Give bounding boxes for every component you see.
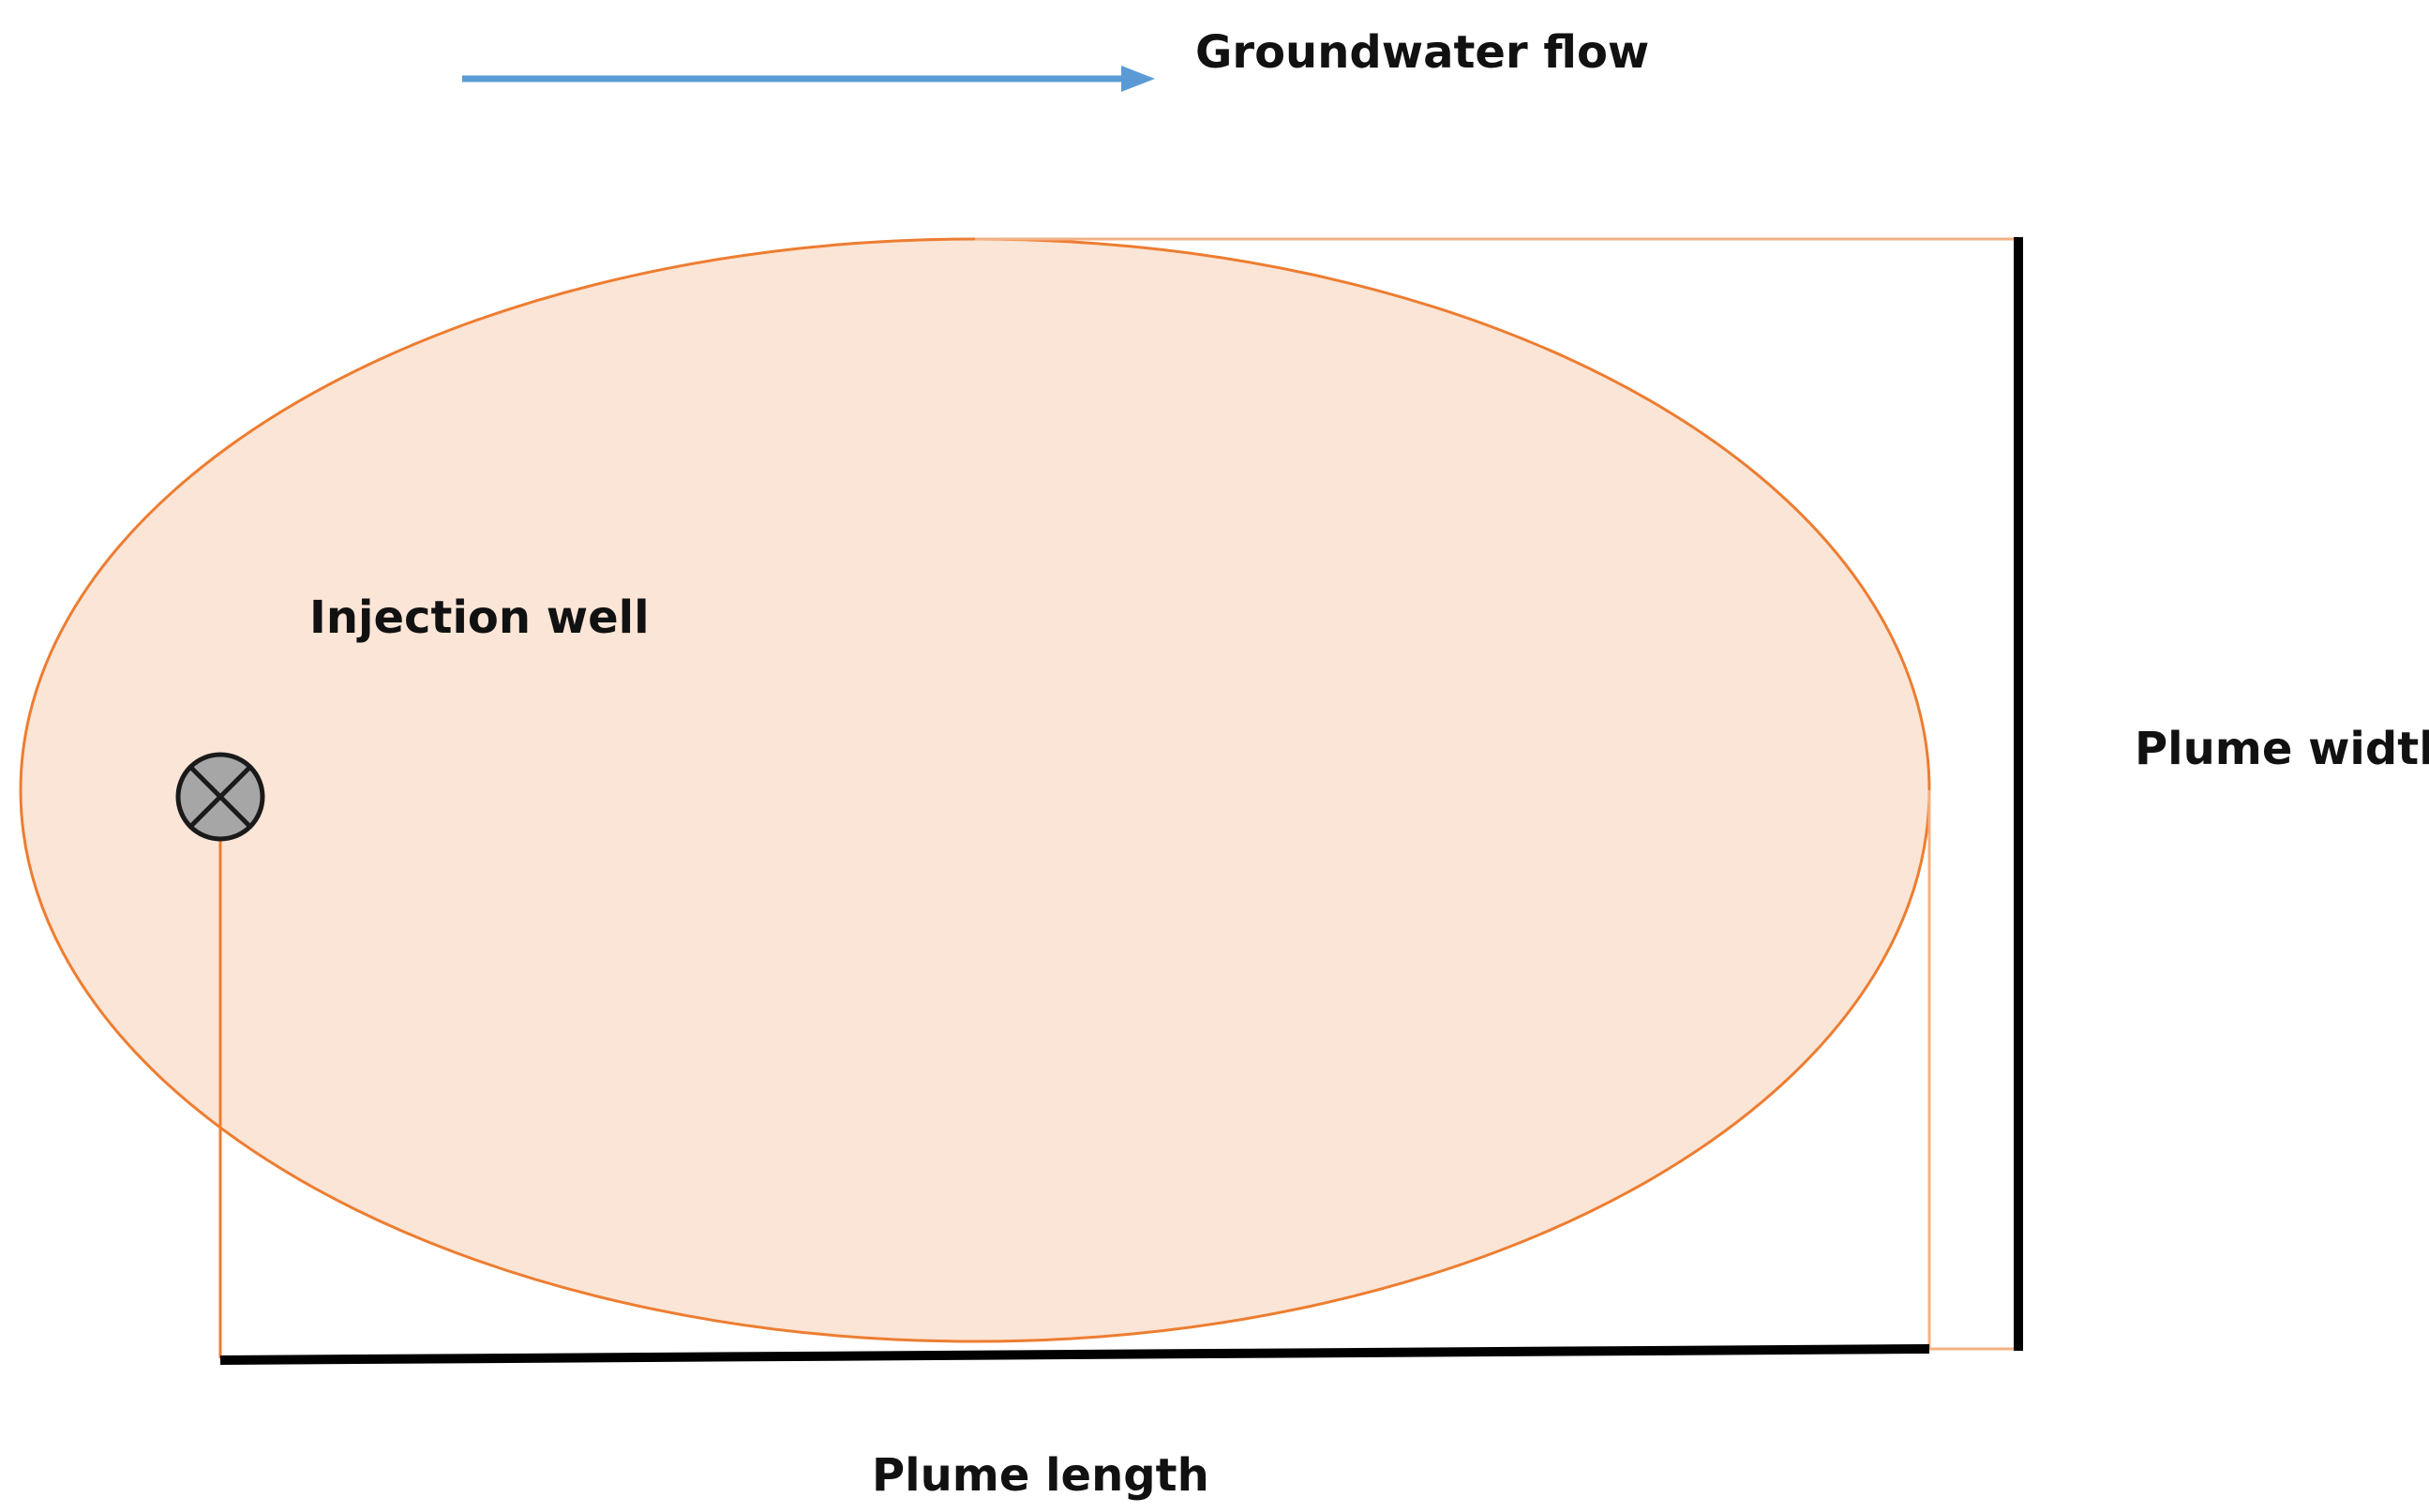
injection-well-icon: [175, 752, 265, 842]
groundwater-flow-label: Groundwater flow: [1195, 26, 1649, 79]
injection-well-label: Injection well: [309, 591, 650, 644]
plume-length-label: Plume length: [872, 1449, 1209, 1502]
plume-bounding-guides: [218, 237, 2018, 1358]
plume-length-line: [219, 1344, 1930, 1365]
plume-ellipse: [19, 237, 1931, 1343]
groundwater-flow-arrow: [462, 66, 1155, 92]
well-cross-line-2: [188, 765, 252, 829]
flow-arrow-head: [1121, 66, 1155, 92]
plume-width-label: Plume width: [2135, 723, 2429, 775]
